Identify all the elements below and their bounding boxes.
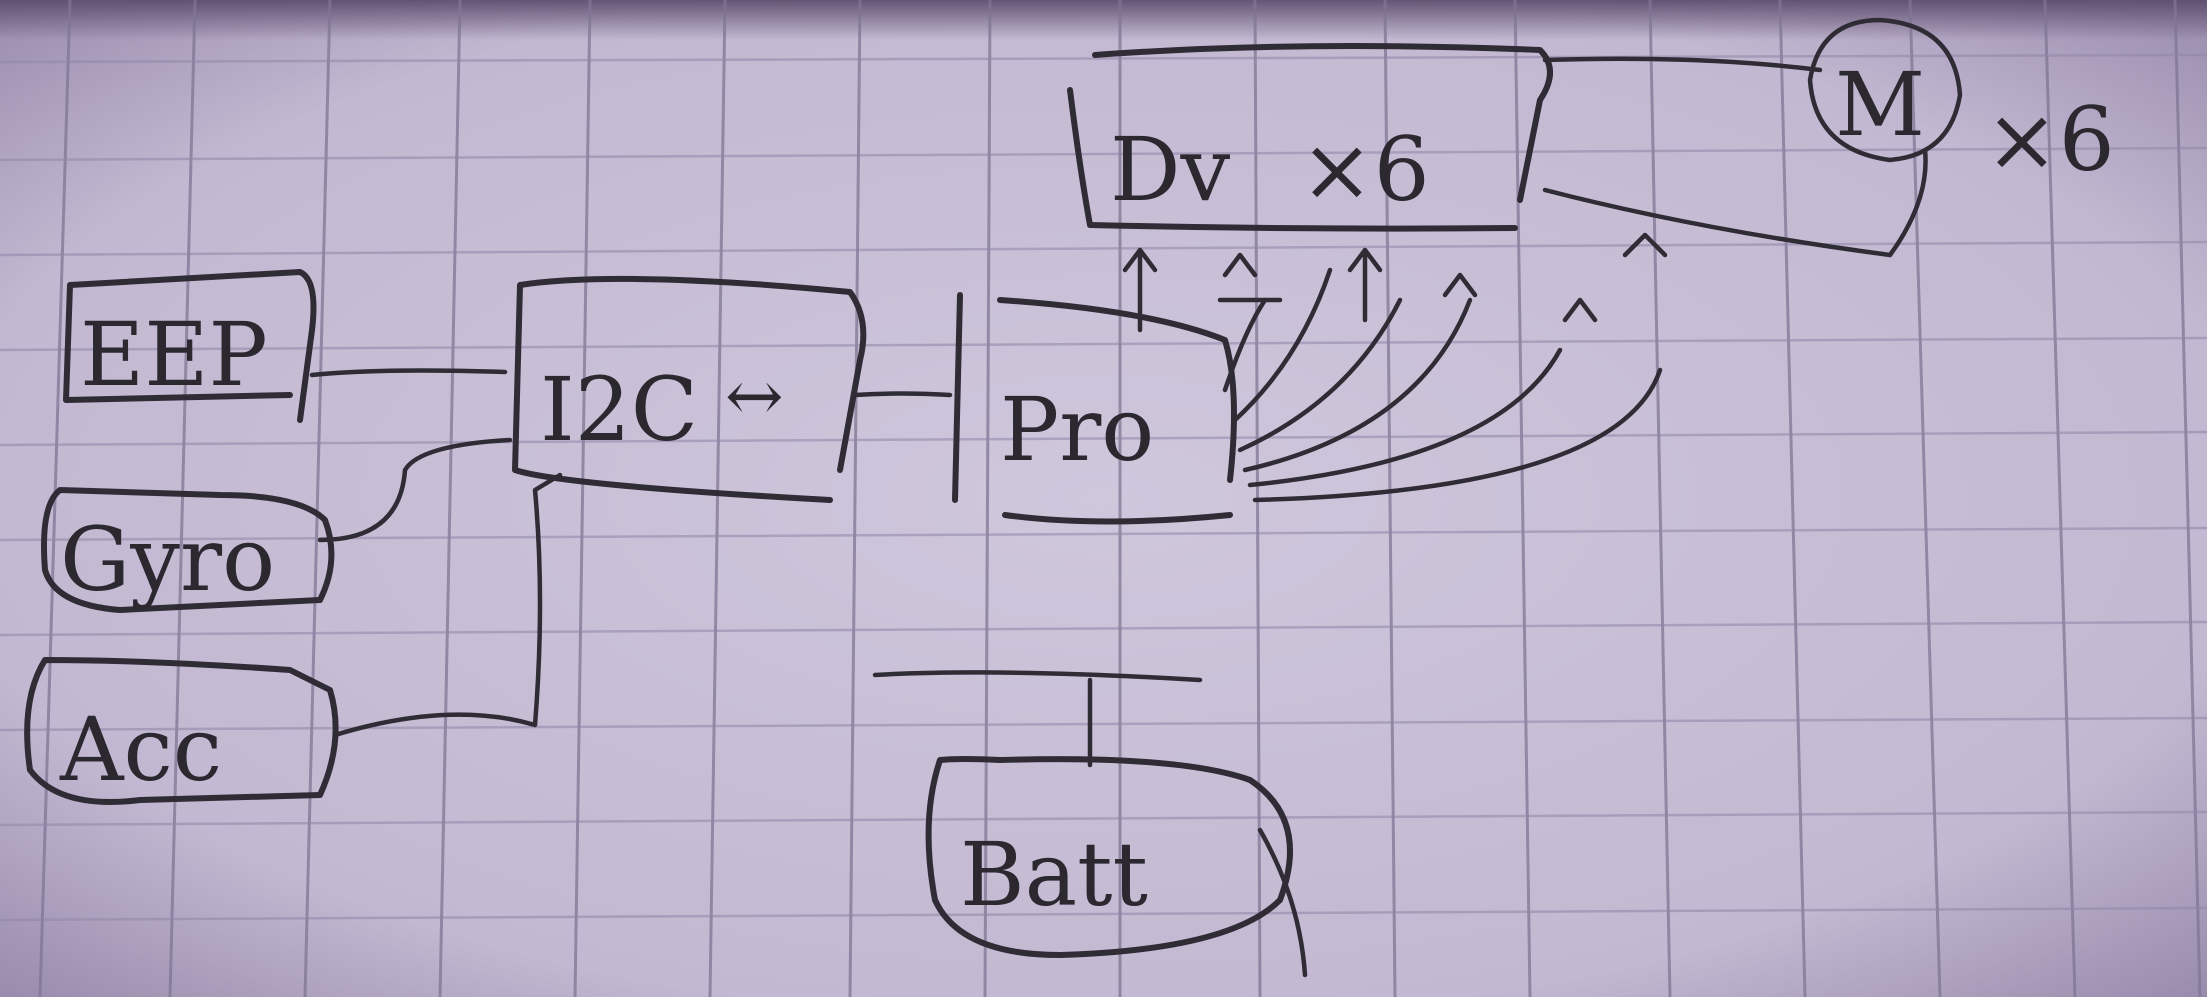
node-i2c: I2C ↔	[512, 275, 867, 503]
batt-box	[925, 756, 1293, 958]
acc-box	[24, 657, 339, 805]
eep-box	[63, 269, 317, 423]
edge-dv-motor-bottom	[1542, 147, 1928, 258]
edge-pro-dv-5	[1247, 347, 1563, 488]
i2c-label: I2C	[540, 358, 698, 461]
diagram-edges	[309, 56, 1928, 768]
dv-arrow-5	[1562, 297, 1598, 323]
eep-label: EEP	[80, 303, 268, 406]
edge-pro-dv-4	[1242, 297, 1473, 473]
i2c-bidirectional-arrow: ↔	[725, 355, 784, 437]
dv-arrow-3	[1347, 247, 1383, 323]
edge-pro-dv-2	[1232, 267, 1333, 423]
node-acc: Acc	[24, 657, 339, 805]
edge-acc-i2c	[332, 472, 563, 738]
node-eep: EEP	[63, 269, 317, 423]
dv-box	[1067, 43, 1553, 232]
node-batt: Batt	[925, 756, 1308, 978]
edge-pro-dv-6	[1252, 367, 1663, 503]
dv-arrow-4	[1442, 272, 1478, 298]
paper-top-shadow	[0, 0, 2207, 40]
edge-i2c-pro	[852, 391, 953, 398]
acc-label: Acc	[59, 698, 222, 801]
dv-multiplier: ×6	[1300, 118, 1430, 221]
node-gyro: Gyro	[41, 487, 335, 613]
motor-circle	[1807, 17, 1963, 163]
edge-pro-dv-3	[1237, 297, 1403, 453]
motor-label: M	[1835, 53, 1925, 156]
node-motor: M ×6	[1807, 17, 2115, 191]
dv-arrow-1	[1122, 247, 1158, 333]
node-pro: Pro	[952, 292, 1237, 525]
dv-label: Dv	[1110, 118, 1231, 221]
edge-pro-dv-1	[1222, 297, 1268, 393]
batt-label: Batt	[960, 823, 1148, 926]
batt-tail	[1257, 827, 1308, 978]
gyro-box	[41, 487, 335, 613]
pro-label: Pro	[1000, 378, 1154, 481]
edge-dv-motor-top	[1542, 56, 1823, 73]
node-dv: Dv ×6	[1067, 43, 1553, 232]
dv-arrow-2	[1217, 252, 1283, 303]
edge-eep-i2c	[309, 368, 508, 378]
batt-top-bar	[872, 670, 1203, 683]
dv-arrow-6	[1622, 232, 1668, 258]
motor-multiplier: ×6	[1985, 88, 2115, 191]
gyro-label: Gyro	[60, 508, 275, 611]
i2c-box	[512, 275, 867, 503]
edge-gyro-i2c	[317, 437, 513, 543]
